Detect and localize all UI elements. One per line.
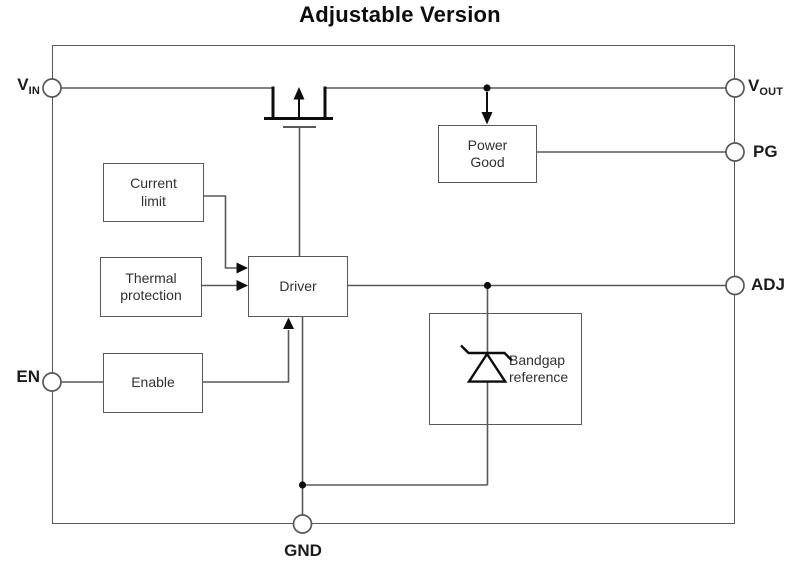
pin-label-adj: ADJ xyxy=(751,275,786,294)
block-bandgap-reference: Bandgap reference xyxy=(429,313,582,425)
pin-label-gnd: GND xyxy=(284,541,322,560)
block-driver: Driver xyxy=(248,256,348,317)
block-enable: Enable xyxy=(103,353,203,413)
block-thermal-protection: Thermal protection xyxy=(100,257,202,317)
pin-label-vin: VIN xyxy=(17,75,40,97)
pin-label-vout: VOUT xyxy=(748,76,784,98)
diagram-title: Adjustable Version xyxy=(299,2,501,27)
block-current-limit: Current limit xyxy=(103,163,204,222)
pin-label-en: EN xyxy=(16,367,40,386)
pin-label-pg: PG xyxy=(753,142,778,161)
block-power-good: Power Good xyxy=(438,125,537,183)
